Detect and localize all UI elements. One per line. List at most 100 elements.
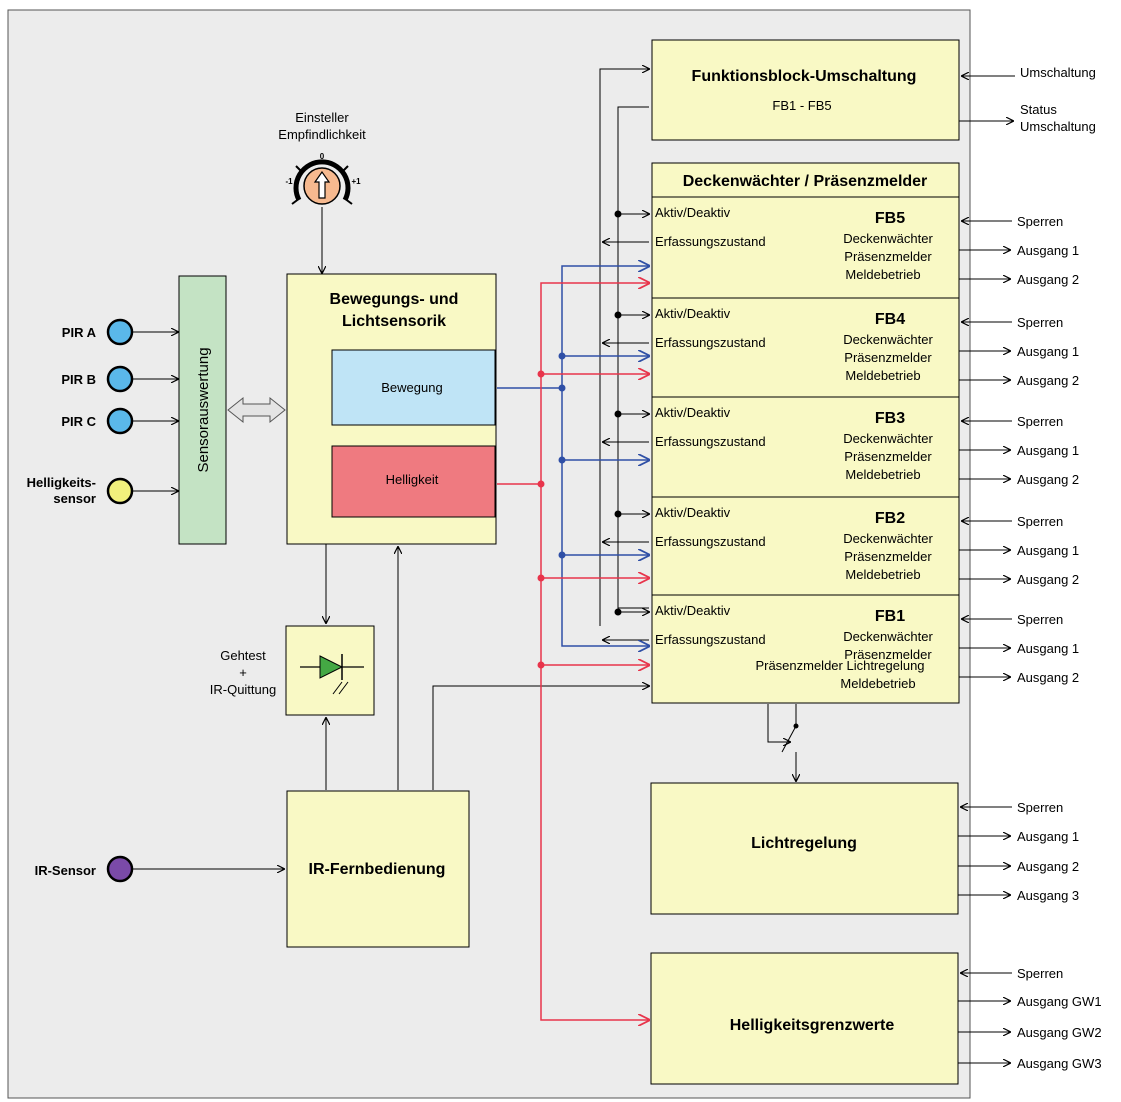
fb4-detection-label: Erfassungszustand: [655, 335, 766, 350]
fb2-presence-label: Präsenzmelder: [844, 549, 932, 564]
motion-block: [331, 349, 496, 426]
pir-b-label: PIR B: [61, 372, 96, 387]
ir-sensor-input: IR-Sensor: [35, 855, 284, 883]
fb1-title: FB1: [875, 608, 905, 625]
pir-c-input: PIR C: [61, 407, 178, 435]
fb3-active-label: Aktiv/Deaktiv: [655, 405, 731, 420]
fb3-report-label: Meldebetrieb: [845, 467, 920, 482]
fb5-title: FB5: [875, 210, 905, 227]
fb1-ceiling-label: Deckenwächter: [843, 629, 933, 644]
sensitivity-label-2: Empfindlichkeit: [278, 127, 366, 142]
brightness-bus: [497, 283, 649, 485]
fb5-lock-label: Sperren: [1017, 214, 1063, 229]
brightness-sensor-label-1: Helligkeits-: [27, 475, 96, 490]
ir-remote-block: [286, 790, 470, 948]
fb3-out1-label: Ausgang 1: [1017, 443, 1079, 458]
fb4-presence-label: Präsenzmelder: [844, 350, 932, 365]
sensor-evaluation-label: Sensorauswertung: [195, 347, 212, 472]
brightness-block: [331, 445, 496, 518]
pir-b-circle: [106, 365, 134, 393]
fb1-active-label: Aktiv/Deaktiv: [655, 603, 731, 618]
fb5-out2-label: Ausgang 2: [1017, 272, 1079, 287]
brightness-sensor-label-2: sensor: [53, 491, 96, 506]
fb2-report-label: Meldebetrieb: [845, 567, 920, 582]
thresholds-out1-label: Ausgang GW1: [1017, 994, 1102, 1009]
fb1-lock-label: Sperren: [1017, 612, 1063, 627]
pir-b-input: PIR B: [61, 365, 178, 393]
thresholds-out3-label: Ausgang GW3: [1017, 1056, 1102, 1071]
knob-max-label: +1: [351, 177, 361, 186]
thresholds-out2-label: Ausgang GW2: [1017, 1025, 1102, 1040]
fb4-active-label: Aktiv/Deaktiv: [655, 306, 731, 321]
fb-switch-output-label-2: Umschaltung: [1020, 119, 1096, 134]
fb-switch-subtitle: FB1 - FB5: [772, 98, 831, 113]
pir-a-circle: [106, 318, 134, 346]
fb3-out2-label: Ausgang 2: [1017, 472, 1079, 487]
fb3-detection-label: Erfassungszustand: [655, 434, 766, 449]
fb5-detection-label: Erfassungszustand: [655, 234, 766, 249]
thresholds-title: Helligkeitsgrenzwerte: [730, 1017, 895, 1034]
sensor-block-title-1: Bewegungs- und: [330, 291, 459, 308]
fb2-detection-label: Erfassungszustand: [655, 534, 766, 549]
ir-sensor-circle: [106, 855, 134, 883]
light-control-out3-label: Ausgang 3: [1017, 888, 1079, 903]
fb4-out2-label: Ausgang 2: [1017, 373, 1079, 388]
pir-a-label: PIR A: [62, 325, 97, 340]
knob-min-label: -1: [285, 177, 293, 186]
fb5-report-label: Meldebetrieb: [845, 267, 920, 282]
fb-switch-block: [651, 39, 960, 141]
fb2-ceiling-label: Deckenwächter: [843, 531, 933, 546]
knob-pointer-icon: [313, 170, 331, 199]
knob-zero-label: 0: [320, 152, 325, 161]
fb-switch-output-label-1: Status: [1020, 102, 1057, 117]
light-control-switch: [767, 704, 799, 781]
brightness-thresholds-block: [650, 952, 959, 1085]
fb-switch-title: Funktionsblock-Umschaltung: [692, 68, 917, 85]
fb5-active-label: Aktiv/Deaktiv: [655, 205, 731, 220]
light-control-lock-label: Sperren: [1017, 800, 1063, 815]
light-control-block: [650, 782, 959, 915]
fb4-ceiling-label: Deckenwächter: [843, 332, 933, 347]
fb5-out1-label: Ausgang 1: [1017, 243, 1079, 258]
fb4-title: FB4: [875, 311, 905, 328]
ir-sensor-label: IR-Sensor: [35, 863, 96, 878]
pir-c-label: PIR C: [61, 414, 96, 429]
fb2-out1-label: Ausgang 1: [1017, 543, 1079, 558]
fb3-ceiling-label: Deckenwächter: [843, 431, 933, 446]
led-icon: [300, 654, 364, 695]
knob-scale-arc: [293, 159, 351, 202]
fb1-report-label: Meldebetrieb: [840, 676, 915, 691]
fb4-report-label: Meldebetrieb: [845, 368, 920, 383]
light-control-title: Lichtregelung: [751, 835, 857, 852]
presence-detector-block: [651, 162, 960, 704]
fb1-presence-label: Präsenzmelder: [844, 647, 932, 662]
sensitivity-adjuster: Einsteller Empfindlichkeit 0 -1 +1: [278, 110, 366, 273]
sensor-evaluation-block: [178, 275, 227, 545]
fb3-title: FB3: [875, 410, 905, 427]
ir-remote-title: IR-Fernbedienung: [309, 861, 446, 878]
fb2-title: FB2: [875, 510, 905, 527]
walk-test-label-1: Gehtest: [220, 648, 266, 663]
fb2-out2-label: Ausgang 2: [1017, 572, 1079, 587]
motion-label: Bewegung: [381, 380, 442, 395]
fb-switch-input-label: Umschaltung: [1020, 65, 1096, 80]
fb4-out1-label: Ausgang 1: [1017, 344, 1079, 359]
pir-c-circle: [106, 407, 134, 435]
bidirectional-arrow: [227, 396, 286, 424]
fb2-active-label: Aktiv/Deaktiv: [655, 505, 731, 520]
sensor-block-title-2: Lichtsensorik: [342, 313, 446, 330]
fb4-lock-label: Sperren: [1017, 315, 1063, 330]
pir-a-input: PIR A: [62, 318, 178, 346]
fb3-lock-label: Sperren: [1017, 414, 1063, 429]
fb5-presence-label: Präsenzmelder: [844, 249, 932, 264]
fb1-out2-label: Ausgang 2: [1017, 670, 1079, 685]
fb1-out1-label: Ausgang 1: [1017, 641, 1079, 656]
presence-title: Deckenwächter / Präsenzmelder: [683, 173, 928, 190]
fb1-detection-label: Erfassungszustand: [655, 632, 766, 647]
fb3-presence-label: Präsenzmelder: [844, 449, 932, 464]
brightness-sensor-circle: [106, 477, 134, 505]
thresholds-lock-label: Sperren: [1017, 966, 1063, 981]
sensitivity-label-1: Einsteller: [295, 110, 349, 125]
brightness-label: Helligkeit: [386, 472, 439, 487]
